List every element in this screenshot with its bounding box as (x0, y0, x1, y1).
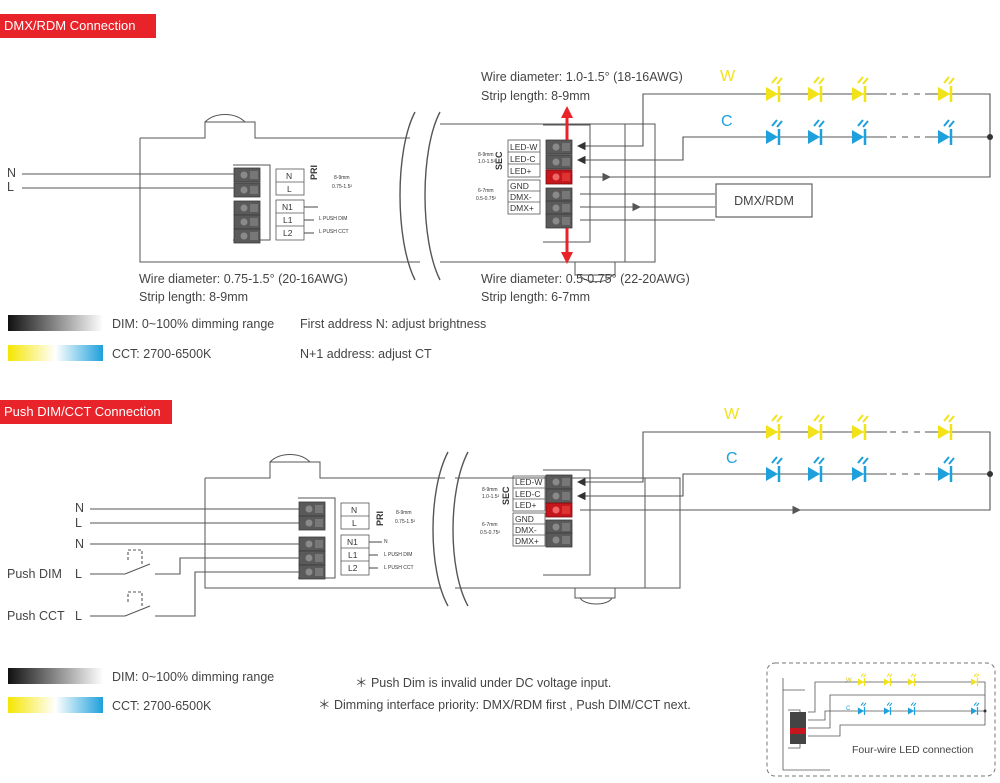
section1-led-chain (764, 75, 956, 147)
section1-sec-strip-top: 8-9mm (478, 152, 494, 158)
section2-led-chain (764, 413, 956, 484)
inset-c-label: C (846, 706, 851, 712)
section1-pri-l2: L2 (283, 228, 293, 238)
section2-pri-l2: L2 (348, 563, 358, 573)
section1-pri-l1: L1 (283, 215, 293, 225)
section1-mains-n: N (7, 166, 17, 180)
section2-sec-strip-top: 8-9mm (482, 487, 498, 493)
section1-c-label: C (721, 113, 733, 130)
section2-pri-n: N (351, 505, 358, 515)
section2-push-dim-label: Push DIM (7, 567, 62, 581)
section1-cct-legend: CCT: 2700-6500K (112, 347, 212, 361)
section2-sec-led-c: LED-C (515, 489, 541, 499)
section2-sec-dmx-plus: DMX+ (515, 536, 539, 546)
section2-push-cct-line: L (75, 609, 82, 623)
section2-sec-strip-bottom: 6-7mm (482, 522, 498, 528)
section1-sec-wire-top: 1.0-1.5² (478, 159, 496, 165)
section1-note2: N+1 address: adjust CT (300, 347, 432, 361)
inset-caption: Four-wire LED connection (852, 744, 974, 756)
section1-sec-led-c: LED-C (510, 154, 536, 164)
section2-c-label: C (726, 450, 738, 467)
section2-note1: ＊ Push Dim is invalid under DC voltage i… (355, 676, 612, 690)
section1-cct-gradient (8, 345, 103, 361)
section1-dim-legend: DIM: 0~100% dimming range (112, 317, 275, 331)
section2-pri-push-dim: L PUSH DIM (384, 552, 413, 558)
section2-note2: ＊ Dimming interface priority: DMX/RDM fi… (318, 698, 691, 712)
section1-wire-top-diameter: Wire diameter: 1.0-1.5° (18-16AWG) (481, 70, 683, 84)
section2-pri-n1: N1 (347, 537, 358, 547)
section2-pri-label: PRI (375, 510, 385, 526)
section2-pri-n-note: N (384, 539, 388, 545)
section2-pri-l1: L1 (348, 550, 358, 560)
section1-dim-gradient (8, 315, 103, 331)
section1-w-label: W (720, 68, 736, 85)
section1-sec-led-w: LED-W (510, 142, 538, 152)
section1-sec-terminals (507, 139, 573, 229)
section2-sec-terminals (512, 474, 573, 548)
section2-led-wiring (576, 430, 991, 515)
section2-pri-terminals (298, 501, 370, 580)
section2-dim-legend: DIM: 0~100% dimming range (112, 670, 275, 684)
section2-mains-n: N (75, 501, 85, 515)
section1-wire-sec-diameter: Wire diameter: 0.5-0.75° (22-20AWG) (481, 272, 690, 286)
section1-controller-box: DMX/RDM (734, 194, 794, 208)
section1-wire-top-strip: Strip length: 8-9mm (481, 89, 591, 103)
section1-sec-wire-bottom: 0.5-0.75² (476, 196, 497, 202)
section1-pri-push-cct: L PUSH CCT (319, 229, 349, 235)
section2-mains-n2: N (75, 537, 85, 551)
section1-pri-push-dim: L PUSH DIM (319, 216, 348, 222)
section1-mains-l: L (7, 180, 14, 194)
section2-cct-legend: CCT: 2700-6500K (112, 699, 212, 713)
section1-wire-arrows (561, 106, 573, 264)
section1-title: DMX/RDM Connection (0, 14, 156, 38)
section1-wire-sec-strip: Strip length: 6-7mm (481, 290, 591, 304)
section1-pri-terminals (233, 167, 305, 244)
section2-sec-gnd: GND (515, 514, 534, 524)
section2-sec-led-w: LED-W (515, 477, 543, 487)
section2-pri-l: L (352, 518, 357, 528)
section1-junction-dot (987, 134, 993, 140)
section2-sec-led-plus: LED+ (515, 500, 537, 510)
section2-w-label: W (724, 406, 740, 423)
section2-mains-l: L (75, 516, 82, 530)
section1-note1: First address N: adjust brightness (300, 317, 487, 331)
section2-sec-dmx-minus: DMX- (515, 525, 537, 535)
section2-push-dim-line: L (75, 567, 82, 581)
section1-wire-pri-strip: Strip length: 8-9mm (139, 290, 249, 304)
section1-pri-n: N (286, 171, 293, 181)
inset-four-wire-diagram (766, 662, 996, 777)
section1-sec-dmx-plus: DMX+ (510, 203, 534, 213)
section2-sec-wire-top: 1.0-1.5² (482, 494, 500, 500)
section2-mains-wires (90, 508, 382, 617)
section2-dim-gradient (8, 668, 103, 684)
section1-sec-led-plus: LED+ (510, 166, 532, 176)
section1-driver (139, 111, 656, 283)
section2-sec-label: SEC (501, 486, 511, 505)
section1-pri-l: L (287, 184, 292, 194)
section2-pri-strip: 8-9mm (396, 510, 412, 516)
section1-mains-wires (22, 173, 318, 234)
section2-push-cct-label: Push CCT (7, 609, 65, 623)
section1-sec-gnd: GND (510, 181, 529, 191)
inset-w-label: W (846, 678, 852, 684)
section1-pri-n1: N1 (282, 202, 293, 212)
section2-title: Push DIM/CCT Connection (0, 400, 172, 424)
section2-driver (204, 451, 681, 607)
section1-sec-dmx-minus: DMX- (510, 192, 532, 202)
section1-sec-label: SEC (494, 151, 504, 170)
section1-led-wiring (576, 92, 991, 221)
section2-cct-gradient (8, 697, 103, 713)
section2-sec-wire-bottom: 0.5-0.75² (480, 530, 501, 536)
section1-wire-pri-diameter: Wire diameter: 0.75-1.5° (20-16AWG) (139, 272, 348, 286)
section1-pri-label: PRI (309, 164, 319, 180)
section2-pri-push-cct: L PUSH CCT (384, 565, 414, 571)
section1-pri-strip: 8-9mm (334, 175, 350, 181)
section1-sec-strip-bottom: 6-7mm (478, 188, 494, 194)
section2-pri-wire: 0.75-1.5² (395, 519, 416, 525)
section2-junction-dot (987, 471, 993, 477)
section1-pri-wire: 0.75-1.5² (332, 184, 353, 190)
